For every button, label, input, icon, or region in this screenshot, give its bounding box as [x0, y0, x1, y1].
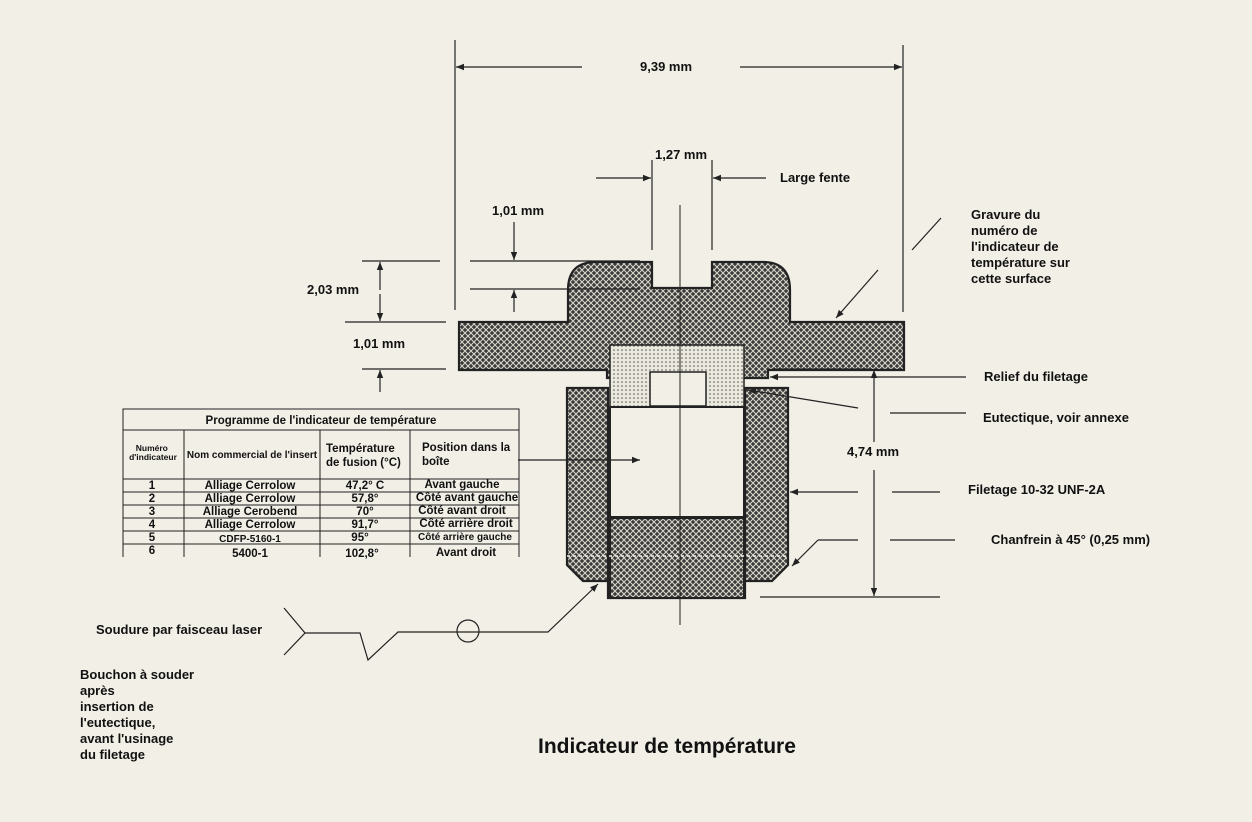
dimension-lines — [345, 40, 940, 598]
table-cell-temp: 102,8° — [345, 548, 379, 560]
dim-head-height: 2,03 mm — [307, 282, 359, 297]
table-cell-temp: 47,2° C — [346, 480, 384, 492]
table-cell-position: Côté avant droit — [418, 505, 506, 517]
table-header-number: Numéro d'indicateur — [129, 443, 178, 462]
label-chamfer: Chanfrein à 45° (0,25 mm) — [991, 532, 1150, 547]
label-laser-weld: Soudure par faisceau laser — [96, 622, 262, 637]
table-cell-temp: 70° — [356, 506, 374, 518]
table-cell-name: Alliage Cerrolow — [205, 493, 296, 505]
table-cell-name: Alliage Cerrolow — [205, 519, 296, 531]
table-row: 4 Alliage Cerrolow 91,7° Côté arrière dr… — [149, 518, 513, 531]
inner-cavity — [609, 406, 745, 518]
table-cell-number: 5 — [149, 532, 156, 544]
table-row: 1 Alliage Cerrolow 47,2° C Avant gauche — [149, 479, 500, 492]
table-cell-temp: 95° — [351, 532, 369, 544]
head-and-flange — [457, 260, 906, 380]
table-cell-temp: 57,8° — [352, 493, 379, 505]
table-row: 6 5400-1 102,8° Avant droit — [149, 545, 497, 560]
table-cell-number: 2 — [149, 493, 155, 505]
table-cell-position: Avant gauche — [425, 479, 500, 491]
leader-lines — [283, 217, 966, 662]
dim-overall-width: 9,39 mm — [640, 59, 692, 74]
label-plug: Bouchon à souder après insertion de l'eu… — [80, 667, 198, 762]
table-cell-temp: 91,7° — [352, 519, 379, 531]
dim-flange-thickness: 1,01 mm — [353, 336, 405, 351]
label-large-slot: Large fente — [780, 170, 850, 185]
label-thread: Filetage 10-32 UNF-2A — [968, 482, 1106, 497]
eutectic-pocket — [649, 371, 707, 407]
schedule-table: Programme de l'indicateur de température… — [122, 408, 520, 560]
table-header-position: Position dans la boîte — [422, 442, 513, 468]
dim-slot-width: 1,27 mm — [655, 147, 707, 162]
table-cell-number: 6 — [149, 545, 155, 557]
table-cell-name: 5400-1 — [232, 548, 268, 560]
table-header-name: Nom commercial de l'insert — [187, 450, 318, 461]
dim-thread-length: 4,74 mm — [847, 444, 899, 459]
table-cell-name: CDFP-5160-1 — [219, 534, 281, 545]
table-cell-name: Alliage Cerobend — [203, 506, 298, 518]
table-cell-name: Alliage Cerrolow — [205, 480, 296, 492]
plug — [609, 517, 745, 599]
label-thread-relief: Relief du filetage — [984, 369, 1088, 384]
table-cell-position: Côté arrière gauche — [418, 532, 512, 543]
part-body — [457, 205, 906, 625]
label-eutectic: Eutectique, voir annexe — [983, 410, 1129, 425]
table-cell-position: Avant droit — [436, 547, 496, 559]
label-engraving: Gravure du numéro de l'indicateur de tem… — [971, 207, 1074, 286]
table-title: Programme de l'indicateur de température — [206, 415, 437, 427]
table-cell-position: Côté arrière droit — [419, 518, 512, 530]
table-cell-number: 3 — [149, 506, 155, 518]
table-row: 3 Alliage Cerobend 70° Côté avant droit — [149, 505, 506, 518]
diagram-title: Indicateur de température — [538, 735, 796, 758]
table-row: 5 CDFP-5160-1 95° Côté arrière gauche — [149, 532, 513, 545]
threaded-shank — [565, 386, 790, 600]
table-grid — [122, 408, 520, 557]
table-cell-number: 4 — [149, 519, 156, 531]
dim-slot-depth: 1,01 mm — [492, 203, 544, 218]
table-cell-number: 1 — [149, 480, 156, 492]
table-row: 2 Alliage Cerrolow 57,8° Côté avant gauc… — [149, 492, 518, 505]
table-cell-position: Côté avant gauche — [416, 492, 518, 504]
table-header-melting-temp: Température de fusion (°C) — [326, 443, 401, 469]
